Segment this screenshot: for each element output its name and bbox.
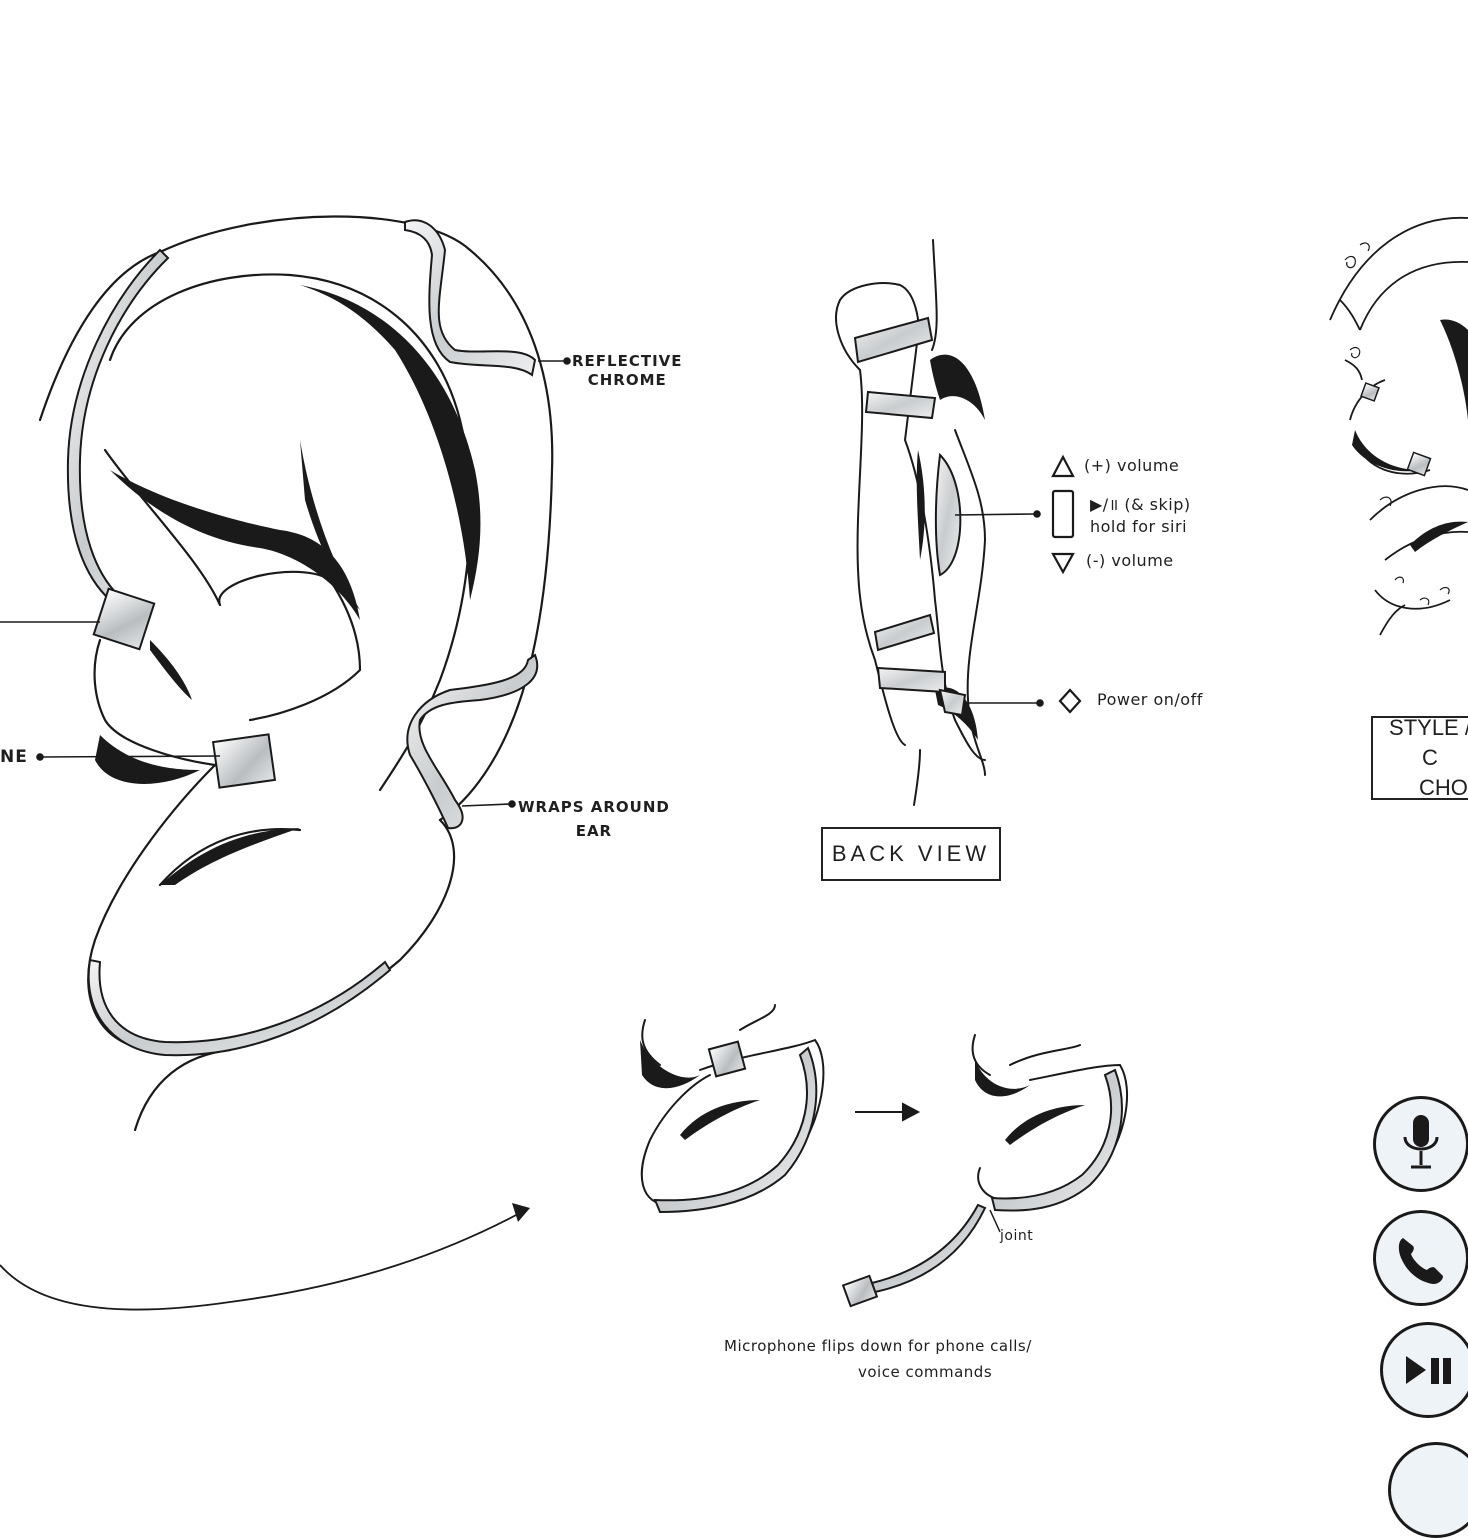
control-pad-lower [211, 733, 277, 789]
style-line2: CHO [1419, 775, 1468, 800]
ear-tragus [93, 638, 217, 767]
back-view-leaders [954, 510, 1044, 707]
triangle-down-icon [1051, 552, 1075, 575]
ear-outer-helix [158, 215, 554, 822]
legend-play-skip: ▶/॥ (& skip) [1090, 495, 1191, 514]
legend-volume-up: (+) volume [1084, 456, 1180, 475]
decorative-pad [1406, 451, 1432, 477]
rectangle-button-icon [1051, 489, 1075, 539]
style-choice-box: STYLE / C CHO [1371, 715, 1468, 800]
triangle-up-icon [1051, 454, 1075, 478]
sketch-canvas [0, 215, 1468, 1311]
label-wraps-around-ear: WRAPS AROUND EAR [518, 798, 670, 840]
extra-button-partial[interactable] [1388, 1442, 1468, 1538]
legend-symbols [1051, 454, 1082, 714]
label-reflective-chrome: REFLECTIVE CHROME [572, 352, 683, 389]
mic-pad-extended [841, 1274, 879, 1308]
legend-power: Power on/off [1097, 690, 1203, 709]
phone-icon [1398, 1238, 1443, 1284]
label-cut-off-left: NE [0, 747, 28, 767]
back-view-title-text: BACK VIEW [831, 841, 991, 866]
chrome-band-main [66, 219, 538, 1057]
decorative-ear-shading [1352, 319, 1468, 552]
ear-concha [103, 448, 362, 722]
play-pause-icon [1406, 1356, 1451, 1384]
decorative-vines [1344, 242, 1450, 606]
microphone-icon [1403, 1115, 1439, 1169]
flow-arrow-head [512, 1203, 530, 1222]
mic-flip-after-band [990, 1068, 1123, 1212]
phone-button[interactable] [1373, 1210, 1468, 1306]
joint-leader [989, 1209, 1001, 1233]
flip-arrow [855, 1102, 921, 1122]
main-ear-leaders [0, 357, 571, 808]
legend-hold-siri: hold for siri [1090, 517, 1188, 536]
ear-lobe [87, 763, 456, 1052]
back-view-title: BACK VIEW [821, 827, 1001, 881]
microphone-button[interactable] [1373, 1096, 1468, 1192]
ear-shading [95, 285, 481, 885]
mic-flip-before-shade [640, 1040, 760, 1140]
diamond-icon [1058, 688, 1082, 714]
back-view-bands [853, 316, 967, 717]
decorative-pad-2 [1360, 382, 1380, 402]
head-line [38, 250, 162, 422]
decorative-ear-drawing [1329, 217, 1468, 636]
ear-inner-rim [108, 273, 472, 792]
mic-flip-before-band [653, 1046, 818, 1214]
label-joint: joint [1000, 1228, 1034, 1244]
mic-caption-line2: voice commands [858, 1363, 993, 1381]
style-line1: STYLE / C [1389, 715, 1468, 770]
mic-flip-after-shade [975, 1060, 1085, 1145]
play-pause-button[interactable] [1380, 1322, 1468, 1418]
flow-arrow-curve [0, 1212, 521, 1311]
mic-caption-line1: Microphone flips down for phone calls/ [724, 1337, 1032, 1355]
control-pad-upper [92, 587, 156, 651]
neck-line [133, 1048, 232, 1132]
mic-pad-folded [707, 1040, 747, 1078]
legend-volume-down: (-) volume [1086, 551, 1174, 570]
mic-boom-arm [870, 1203, 987, 1294]
